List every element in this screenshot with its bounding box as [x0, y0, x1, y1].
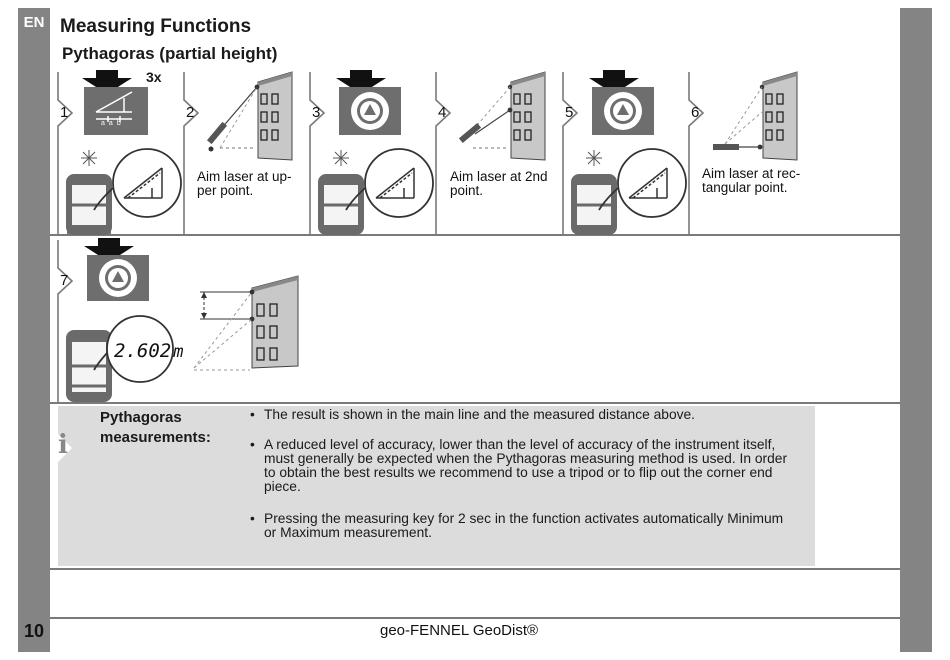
info-chevron — [56, 420, 72, 480]
press-arrow-icon — [589, 70, 639, 94]
step1-illustration — [66, 70, 182, 235]
step6-caption: Aim laser at rec- tangular point. — [702, 166, 801, 195]
step-number-7: 7 — [60, 272, 69, 289]
step-number-5: 5 — [565, 104, 574, 121]
section-subtitle: Pythagoras (partial height) — [62, 44, 278, 63]
step-number-2: 2 — [186, 104, 195, 121]
step3-illustration — [318, 70, 434, 235]
info-title: Pythagoras measurements: — [100, 409, 211, 446]
pythagoras-function-key-icon — [84, 87, 148, 135]
row-divider — [50, 402, 900, 404]
step6-illustration — [713, 71, 798, 161]
step4-caption: Aim laser at 2nd point. — [450, 169, 548, 198]
step5-illustration — [571, 70, 687, 235]
page-number: 10 — [23, 621, 45, 641]
press-arrow-icon — [82, 70, 132, 94]
step-number-4: 4 — [438, 104, 447, 121]
info-bullet: A reduced level of accuracy, lower than … — [250, 438, 790, 494]
row-divider — [50, 234, 900, 236]
press-arrow-icon — [84, 238, 134, 262]
press-count: 3x — [146, 69, 162, 85]
footer-divider — [50, 617, 900, 619]
key-labels: aab — [101, 120, 125, 127]
language-tag: EN — [23, 14, 45, 31]
right-side-bar — [900, 8, 932, 652]
step7-building-illustration — [193, 275, 299, 371]
page-title: Measuring Functions — [60, 16, 252, 37]
info-bullet-list: The result is shown in the main line and… — [250, 408, 790, 540]
step-number-3: 3 — [312, 104, 321, 121]
left-side-bar — [18, 8, 50, 652]
info-bullet: The result is shown in the main line and… — [250, 408, 790, 423]
step-number-1: 1 — [60, 104, 69, 121]
step-number-6: 6 — [691, 104, 700, 121]
step2-illustration — [206, 71, 293, 161]
step2-caption: Aim laser at up- per point. — [197, 169, 292, 198]
step4-illustration — [458, 71, 546, 161]
step7-illustration — [66, 238, 174, 402]
press-arrow-icon — [336, 70, 386, 94]
footer-product-name: geo-FENNEL GeoDist® — [380, 622, 539, 639]
info-bullet: Pressing the measuring key for 2 sec in … — [250, 512, 790, 540]
info-icon: i — [58, 430, 68, 460]
row-divider — [50, 568, 900, 570]
